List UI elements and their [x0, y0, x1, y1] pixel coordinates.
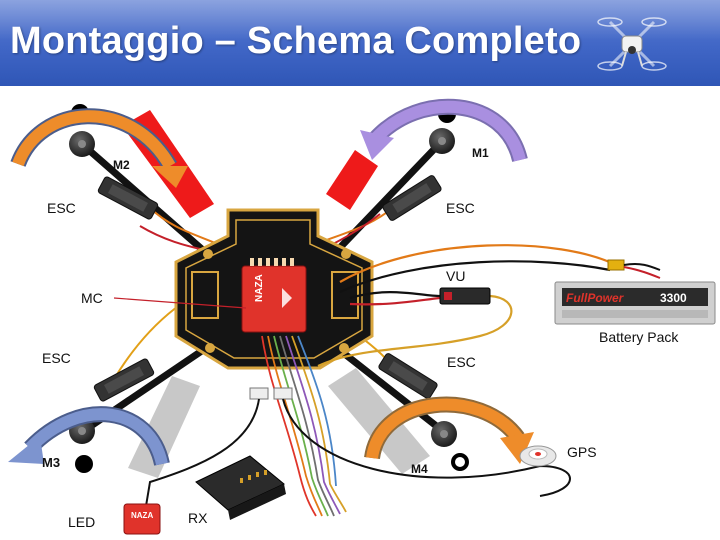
propeller-m1 — [326, 150, 378, 210]
receiver-module — [195, 455, 286, 520]
wiring-diagram: NAZA — [8, 98, 716, 535]
label-m2: M2 — [113, 158, 130, 172]
label-esc-m1: ESC — [446, 200, 475, 216]
led-brand: NAZA — [131, 511, 153, 520]
page-title: Montaggio – Schema Completo — [10, 20, 582, 62]
label-esc-m4: ESC — [447, 354, 476, 370]
gps-module — [519, 445, 557, 467]
label-led: LED — [68, 514, 96, 530]
vu-module — [439, 287, 491, 305]
drone-logo-icon — [597, 17, 667, 71]
rotation-arrow-m3 — [8, 406, 170, 467]
label-gps: GPS — [567, 444, 597, 460]
label-m3: M3 — [42, 455, 61, 470]
motor-m4 — [431, 421, 469, 471]
power-wires — [317, 244, 619, 367]
rotation-arrow-m1 — [360, 98, 528, 163]
propeller-m4 — [328, 368, 430, 474]
label-esc-m3: ESC — [42, 350, 71, 366]
esc-m3 — [93, 358, 155, 402]
label-mc: MC — [81, 290, 103, 306]
mc-pointer-line — [113, 297, 247, 309]
port-connectors — [145, 387, 571, 507]
label-rx: RX — [188, 510, 208, 526]
controller-brand: NAZA — [254, 274, 265, 302]
label-esc-m2: ESC — [47, 200, 76, 216]
label-m4: M4 — [411, 462, 428, 476]
rotation-arrow-m2 — [10, 108, 188, 188]
header-bar: Montaggio – Schema Completo — [0, 0, 720, 86]
label-vu: VU — [446, 268, 466, 284]
receiver-wires — [261, 335, 347, 517]
rotation-arrow-m4 — [364, 396, 534, 464]
battery-capacity: 3300 — [660, 291, 687, 305]
label-battery-pack: Battery Pack — [599, 329, 679, 345]
battery-connector — [607, 259, 661, 279]
esc-m4 — [378, 353, 438, 399]
flight-controller: NAZA — [241, 258, 307, 333]
esc-m1 — [382, 175, 442, 221]
propeller-m3 — [128, 376, 200, 478]
esc-m2 — [97, 176, 159, 220]
battery-pack: FullPower 3300 — [554, 281, 716, 325]
battery-brand: FullPower — [566, 291, 625, 305]
led-module: NAZA — [123, 503, 161, 535]
label-m1: M1 — [472, 146, 489, 160]
